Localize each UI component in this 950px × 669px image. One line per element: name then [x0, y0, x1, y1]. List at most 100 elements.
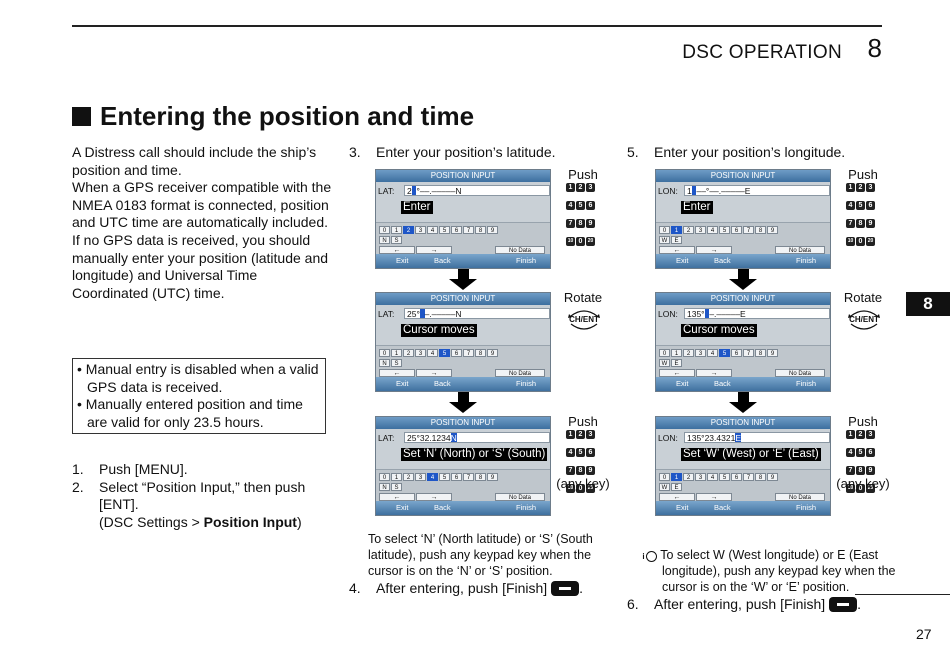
back-softkey[interactable]: Back [434, 256, 451, 265]
left-arrow-key[interactable]: ← [659, 369, 695, 377]
digit-key-0[interactable]: 0 [659, 349, 670, 357]
exit-softkey[interactable]: Exit [676, 256, 689, 265]
finish-softkey[interactable]: Finish [516, 379, 537, 388]
digit-key-9[interactable]: 9 [767, 473, 778, 481]
back-softkey[interactable]: Back [714, 379, 731, 388]
exit-softkey[interactable]: Exit [676, 503, 689, 512]
digit-key-0[interactable]: 0 [379, 349, 390, 357]
digit-key-2[interactable]: 2 [403, 349, 414, 357]
digit-key-4[interactable]: 4 [707, 349, 718, 357]
digit-key-7[interactable]: 7 [463, 473, 474, 481]
digit-key-9[interactable]: 9 [487, 473, 498, 481]
digit-key-2[interactable]: 2 [403, 473, 414, 481]
digit-key-3[interactable]: 3 [415, 226, 426, 234]
digit-key-2[interactable]: 2 [683, 226, 694, 234]
digit-key-8[interactable]: 8 [475, 226, 486, 234]
digit-key-8[interactable]: 8 [475, 473, 486, 481]
digit-key-7[interactable]: 7 [743, 473, 754, 481]
left-arrow-key[interactable]: ← [379, 246, 415, 254]
digit-key-0[interactable]: 0 [659, 473, 670, 481]
letter-key-n[interactable]: N [379, 236, 390, 244]
digit-key-5[interactable]: 5 [719, 349, 730, 357]
digit-key-6[interactable]: 6 [451, 473, 462, 481]
no-data-key[interactable]: No Data [775, 246, 825, 254]
digit-key-0[interactable]: 0 [659, 226, 670, 234]
digit-key-3[interactable]: 3 [415, 349, 426, 357]
right-arrow-key[interactable]: → [416, 369, 452, 377]
digit-key-8[interactable]: 8 [755, 473, 766, 481]
digit-key-3[interactable]: 3 [415, 473, 426, 481]
letter-key-e[interactable]: E [671, 359, 682, 367]
digit-key-8[interactable]: 8 [755, 226, 766, 234]
exit-softkey[interactable]: Exit [396, 256, 409, 265]
letter-key-n[interactable]: N [379, 483, 390, 491]
digit-key-2[interactable]: 2 [683, 473, 694, 481]
digit-key-2[interactable]: 2 [403, 226, 414, 234]
digit-key-0[interactable]: 0 [379, 226, 390, 234]
no-data-key[interactable]: No Data [775, 493, 825, 501]
position-field[interactable]: LAT:2_°––.–––––N [378, 184, 550, 198]
field-value[interactable]: 2_°––.–––––N [404, 185, 550, 196]
digit-key-9[interactable]: 9 [487, 226, 498, 234]
field-value[interactable]: 25°32.1234N [404, 432, 550, 443]
digit-key-6[interactable]: 6 [731, 349, 742, 357]
digit-key-5[interactable]: 5 [439, 473, 450, 481]
digit-key-1[interactable]: 1 [671, 226, 682, 234]
digit-key-1[interactable]: 1 [391, 349, 402, 357]
letter-key-w[interactable]: W [659, 359, 670, 367]
digit-key-7[interactable]: 7 [743, 226, 754, 234]
digit-key-8[interactable]: 8 [475, 349, 486, 357]
letter-key-w[interactable]: W [659, 236, 670, 244]
exit-softkey[interactable]: Exit [676, 379, 689, 388]
letter-key-s[interactable]: S [391, 236, 402, 244]
digit-key-9[interactable]: 9 [767, 349, 778, 357]
right-arrow-key[interactable]: → [696, 246, 732, 254]
back-softkey[interactable]: Back [714, 503, 731, 512]
finish-softkey[interactable]: Finish [796, 256, 817, 265]
digit-key-3[interactable]: 3 [695, 473, 706, 481]
position-field[interactable]: LAT:25°_–.–––––N [378, 307, 550, 321]
digit-key-3[interactable]: 3 [695, 349, 706, 357]
digit-key-6[interactable]: 6 [731, 473, 742, 481]
field-value[interactable]: 135°23.4321E [684, 432, 830, 443]
right-arrow-key[interactable]: → [696, 369, 732, 377]
left-arrow-key[interactable]: ← [659, 493, 695, 501]
digit-key-1[interactable]: 1 [391, 473, 402, 481]
letter-key-e[interactable]: E [671, 483, 682, 491]
field-value[interactable]: 25°_–.–––––N [404, 308, 550, 319]
position-field[interactable]: LON:135°_–.–––––E [658, 307, 830, 321]
right-arrow-key[interactable]: → [696, 493, 732, 501]
digit-key-4[interactable]: 4 [707, 473, 718, 481]
digit-key-5[interactable]: 5 [439, 349, 450, 357]
left-arrow-key[interactable]: ← [379, 369, 415, 377]
position-field[interactable]: LON:1_––°––.–––––E [658, 184, 830, 198]
digit-key-1[interactable]: 1 [671, 473, 682, 481]
digit-key-6[interactable]: 6 [731, 226, 742, 234]
position-field[interactable]: LAT:25°32.1234N [378, 431, 550, 445]
letter-key-e[interactable]: E [671, 236, 682, 244]
digit-key-0[interactable]: 0 [379, 473, 390, 481]
digit-key-5[interactable]: 5 [439, 226, 450, 234]
no-data-key[interactable]: No Data [495, 369, 545, 377]
finish-softkey[interactable]: Finish [516, 503, 537, 512]
digit-key-2[interactable]: 2 [683, 349, 694, 357]
digit-key-1[interactable]: 1 [671, 349, 682, 357]
digit-key-9[interactable]: 9 [767, 226, 778, 234]
letter-key-s[interactable]: S [391, 359, 402, 367]
digit-key-4[interactable]: 4 [427, 473, 438, 481]
back-softkey[interactable]: Back [434, 503, 451, 512]
right-arrow-key[interactable]: → [416, 246, 452, 254]
left-arrow-key[interactable]: ← [659, 246, 695, 254]
letter-key-n[interactable]: N [379, 359, 390, 367]
digit-key-7[interactable]: 7 [463, 226, 474, 234]
position-field[interactable]: LON:135°23.4321E [658, 431, 830, 445]
field-value[interactable]: 1_––°––.–––––E [684, 185, 830, 196]
digit-key-9[interactable]: 9 [487, 349, 498, 357]
finish-softkey[interactable]: Finish [796, 379, 817, 388]
digit-key-7[interactable]: 7 [743, 349, 754, 357]
exit-softkey[interactable]: Exit [396, 379, 409, 388]
exit-softkey[interactable]: Exit [396, 503, 409, 512]
digit-key-4[interactable]: 4 [707, 226, 718, 234]
finish-softkey[interactable]: Finish [796, 503, 817, 512]
letter-key-w[interactable]: W [659, 483, 670, 491]
